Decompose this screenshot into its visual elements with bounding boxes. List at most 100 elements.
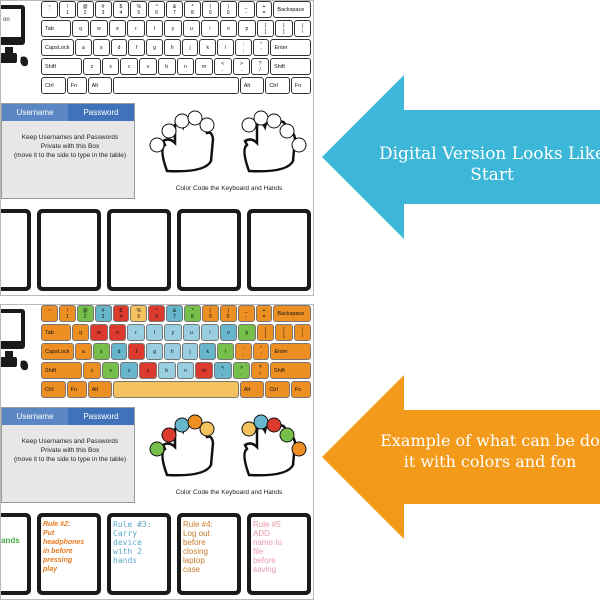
keyboard-key: )0 (219, 1, 237, 18)
tablet-device (107, 209, 171, 291)
keyboard-key: e (108, 20, 127, 37)
tablet-device (177, 209, 241, 291)
keyboard-key: Ctrl (265, 77, 290, 94)
attribution-text: © (308, 5, 312, 9)
keyboard-key: p (238, 324, 256, 341)
fingertip-circle (174, 113, 190, 129)
tablet-screen (111, 213, 167, 287)
fingertip-circle (187, 110, 203, 126)
keyboard-key: @2 (76, 1, 94, 18)
keyboard-key: >. (232, 362, 251, 379)
keyboard-key: w (90, 324, 108, 341)
keyboard-key: l (217, 343, 234, 360)
tablet-screen: ands (1, 517, 27, 591)
fingertip-circle (174, 417, 190, 433)
keyboard-key: ?/ (251, 362, 269, 379)
keyboard-key: r (127, 324, 145, 341)
keyboard-key: &7 (166, 1, 183, 18)
keyboard-key: m (195, 58, 213, 75)
keyboard-key: Fn (66, 77, 87, 94)
keyboard-key: ~` (41, 305, 58, 322)
tablet-screen (1, 213, 27, 287)
keyboard-row: ~`!1@2#3$4%5^6&7*8(9)0_-+=Backspace (41, 1, 312, 18)
keyboard-key: #3 (94, 1, 112, 18)
username-tab: Username (2, 408, 68, 425)
keyboard-key (113, 77, 239, 94)
keyboard-key: "' (252, 343, 270, 360)
tablet-device: ands (1, 513, 31, 595)
keyboard-key: @2 (76, 305, 94, 322)
password-tab: Password (68, 104, 134, 121)
keyboard-key: v (139, 362, 157, 379)
keyboard-key: y (164, 324, 182, 341)
keyboard-key: }] (275, 324, 293, 341)
keyboard-key: n (176, 362, 195, 379)
keyboard-key: Fn (290, 77, 311, 94)
fingertip-circle (279, 427, 295, 443)
fingertip-circle (266, 417, 282, 433)
fingertip-circle (149, 137, 165, 153)
monitor-icon (1, 5, 29, 67)
keyboard-key: s (92, 343, 110, 360)
keyboard-key: {[ (256, 20, 275, 37)
keyboard-key: Ctrl (41, 381, 66, 398)
tablet-device: Rule #5: ADD name to file before saving (247, 513, 311, 595)
keyboard-key: m (195, 362, 213, 379)
arrow-label-digital: Digital Version Looks Like Start (378, 144, 600, 185)
keyboard-key: %5 (130, 305, 148, 322)
tablet-screen: Rule #4: Log out before closing laptop c… (181, 517, 237, 591)
keyboard-key: Ctrl (41, 77, 66, 94)
keyboard-key: b (157, 58, 176, 75)
fingertip-circle (187, 414, 203, 430)
keyboard-key: Backspace (273, 305, 312, 322)
rule-text: ands (1, 536, 20, 545)
tablet-row (1, 209, 313, 295)
keyboard-key: k (199, 39, 217, 56)
arrow-left-blue (322, 75, 600, 239)
keyboard-key: (9 (201, 1, 219, 18)
keyboard-key: o (219, 20, 238, 37)
keyboard-key: c (120, 362, 139, 379)
keyboard-key: w (90, 20, 108, 37)
keyboard-key: <, (213, 58, 232, 75)
keyboard-key: |\ (293, 324, 312, 341)
keyboard-key: e (108, 324, 127, 341)
username-tab: Username (2, 104, 68, 121)
keyboard-key: t (145, 324, 164, 341)
privacy-message: Keep Usernames and Passwords Private wit… (13, 134, 126, 159)
keyboard-key: |\ (293, 20, 312, 37)
keyboard-key: Shift (269, 58, 312, 75)
keyboard-key: CapsLock (41, 39, 75, 56)
arrow-label-example: Example of what can be do it with colors… (380, 431, 600, 471)
fingertip-circle (241, 421, 257, 437)
keyboard-key: i (201, 20, 219, 37)
password-tab: Password (68, 408, 134, 425)
keyboard-key: j (181, 39, 199, 56)
keyboard-key: :; (234, 39, 252, 56)
tablet-screen (181, 213, 237, 287)
keyboard-key: :; (234, 343, 252, 360)
keyboard-key: c (120, 58, 139, 75)
monitor-icon (1, 309, 29, 371)
hands-caption: Color Code the Keyboard and Hands (175, 489, 283, 496)
keyboard-key: f (128, 343, 146, 360)
keyboard-key: o (219, 324, 238, 341)
keyboard-key: {[ (256, 324, 275, 341)
keyboard-key: j (181, 343, 199, 360)
keyboard-key: g (146, 39, 163, 56)
tablet-device (1, 209, 31, 291)
fingertip-circle (161, 123, 177, 139)
keyboard-key: %5 (130, 1, 148, 18)
tablet-screen (251, 213, 307, 287)
keyboard-key: x (101, 58, 120, 75)
keyboard-key: Tab (41, 324, 71, 341)
keyboard-key: Enter (270, 39, 311, 56)
